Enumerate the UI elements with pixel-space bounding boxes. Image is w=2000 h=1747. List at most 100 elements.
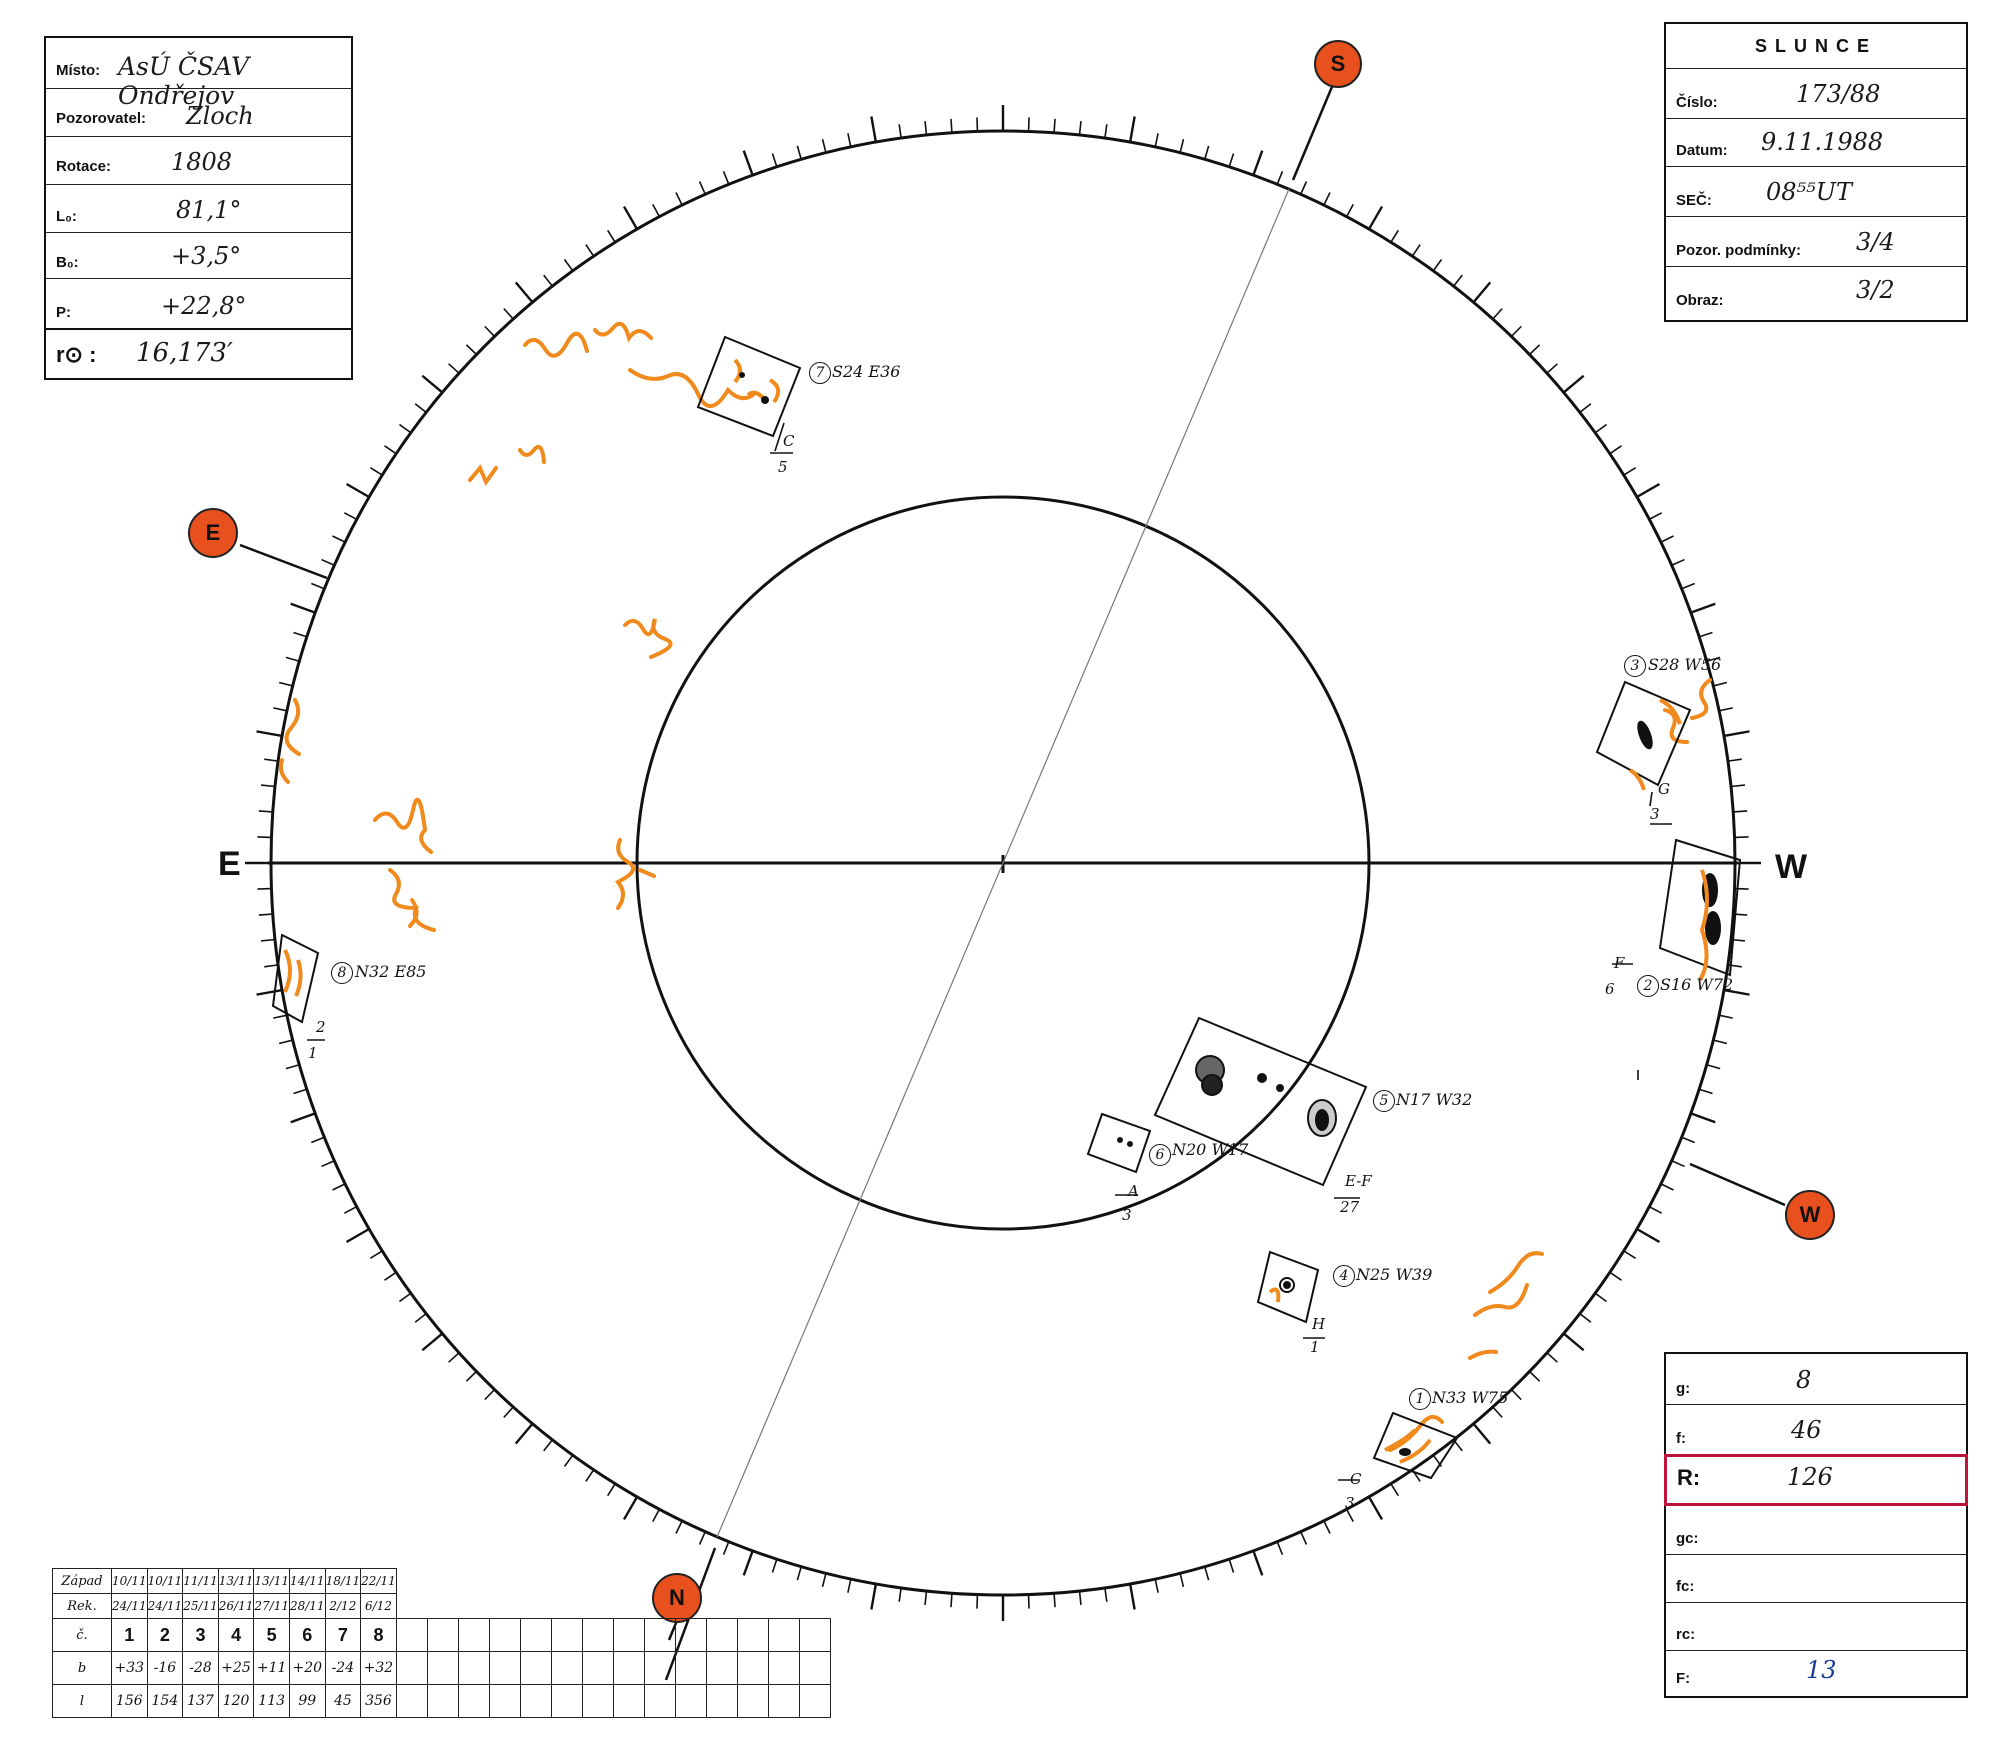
scale-tick xyxy=(285,1063,300,1070)
scale-tick xyxy=(448,1352,460,1363)
scale-tick xyxy=(484,325,496,337)
scale-tick xyxy=(1228,153,1235,168)
empty-cell xyxy=(612,1618,645,1652)
scale-tick xyxy=(1203,1566,1210,1581)
scale-tick xyxy=(1472,1422,1492,1445)
scale-tick xyxy=(293,1088,308,1095)
scale-tick xyxy=(1453,274,1463,287)
table-cell: 13/11 xyxy=(253,1568,290,1594)
misto-value: AsÚ ČSAV Ondřejov xyxy=(118,52,250,110)
scale-tick xyxy=(698,181,706,195)
pozorovatel-label: Pozorovatel: xyxy=(56,110,147,127)
scale-tick xyxy=(771,153,778,168)
scale-tick xyxy=(290,1112,316,1124)
group-1-coords: N33 W75 xyxy=(1432,1388,1509,1407)
scale-tick xyxy=(1529,344,1541,356)
scale-tick xyxy=(1706,1063,1721,1070)
scale-tick xyxy=(1727,758,1742,762)
table-cell: 3 xyxy=(182,1618,219,1652)
table-cell: 1 xyxy=(111,1618,148,1652)
scale-tick xyxy=(1323,192,1331,206)
group-3-coords: S28 W56 xyxy=(1648,655,1722,674)
scale-tick xyxy=(1179,1573,1185,1588)
table-cell: 137 xyxy=(182,1684,219,1718)
scale-tick xyxy=(1718,707,1733,712)
group-2-frame xyxy=(1658,838,1742,977)
table-cell: 156 xyxy=(111,1684,148,1718)
scale-tick xyxy=(414,1313,427,1323)
scale-tick xyxy=(652,203,661,218)
empty-cell xyxy=(550,1651,583,1685)
group-8-frame xyxy=(271,933,320,1024)
scale-tick xyxy=(1730,784,1745,788)
table-cell: 22/11 xyxy=(360,1568,397,1594)
scale-tick xyxy=(1492,1406,1503,1418)
south-pointer-line xyxy=(1291,81,1336,181)
badge-south: S xyxy=(1314,40,1362,88)
r-label: R: xyxy=(1677,1465,1701,1490)
scale-tick xyxy=(1432,259,1443,272)
scale-tick xyxy=(1623,467,1637,476)
scale-tick xyxy=(950,118,953,133)
empty-cell xyxy=(426,1651,459,1685)
scale-tick xyxy=(1104,124,1108,139)
group-1-number: 1 xyxy=(1409,1388,1431,1410)
scale-tick xyxy=(311,582,325,590)
scale-tick xyxy=(448,363,460,374)
group-4-coords: N25 W39 xyxy=(1356,1265,1433,1284)
scale-tick xyxy=(1671,1160,1685,1168)
table-cell: 2 xyxy=(146,1618,184,1652)
table-cell: 10/11 xyxy=(146,1568,184,1594)
scale-tick xyxy=(675,1520,683,1534)
group-2-class: F xyxy=(1614,954,1625,972)
scale-tick xyxy=(607,229,616,243)
badge-west: W xyxy=(1785,1190,1835,1240)
scale-tick xyxy=(1636,1227,1661,1244)
table-cell: +20 xyxy=(288,1651,326,1685)
table-cell: +33 xyxy=(111,1651,148,1685)
b0-value: +3,5° xyxy=(171,242,242,270)
empty-cell xyxy=(705,1651,738,1685)
scale-tick xyxy=(1276,171,1284,185)
empty-cell xyxy=(581,1618,614,1652)
scale-tick xyxy=(1128,1583,1136,1610)
table-cell: 7 xyxy=(324,1618,362,1652)
scale-tick xyxy=(1546,1352,1558,1363)
empty-cell xyxy=(736,1651,769,1685)
scale-tick xyxy=(870,1583,878,1610)
axis-label-east: E xyxy=(218,845,241,883)
scale-tick xyxy=(1713,1039,1728,1045)
scale-tick xyxy=(607,1483,616,1497)
badge-west-label: W xyxy=(1799,1202,1821,1227)
group-7-class: C xyxy=(783,432,795,450)
scale-tick xyxy=(622,1496,639,1521)
group-1-class: C xyxy=(1350,1470,1362,1488)
scale-tick xyxy=(1698,1088,1713,1095)
empty-cell xyxy=(581,1684,614,1718)
table-cell: 24/11 xyxy=(111,1593,148,1619)
scale-tick xyxy=(399,1292,412,1303)
scale-tick xyxy=(1179,138,1185,153)
table-cell: 13/11 xyxy=(217,1568,255,1594)
row-label: l xyxy=(52,1684,112,1718)
group-3-frame xyxy=(1595,680,1692,787)
group-1-spots: 3 xyxy=(1345,1494,1355,1512)
scale-tick xyxy=(1698,631,1713,638)
scale-tick xyxy=(293,631,308,638)
scale-tick xyxy=(1276,1541,1284,1555)
scale-tick xyxy=(1390,229,1399,243)
empty-cell xyxy=(550,1618,583,1652)
scale-tick xyxy=(1252,150,1264,176)
sec-label: SEČ: xyxy=(1676,192,1712,209)
fc-label: fc: xyxy=(1676,1578,1695,1595)
scale-tick xyxy=(384,1271,397,1281)
observation-info-box: Místo: AsÚ ČSAV Ondřejov Pozorovatel: Zl… xyxy=(44,36,353,380)
scale-tick xyxy=(796,1566,803,1581)
scale-tick xyxy=(847,1578,852,1593)
scale-tick xyxy=(1510,1389,1522,1401)
scale-tick xyxy=(343,1205,358,1214)
summary-box: g: 8 f: 46 R: 126 gc: fc: rc: F: 13 xyxy=(1664,1352,1968,1698)
